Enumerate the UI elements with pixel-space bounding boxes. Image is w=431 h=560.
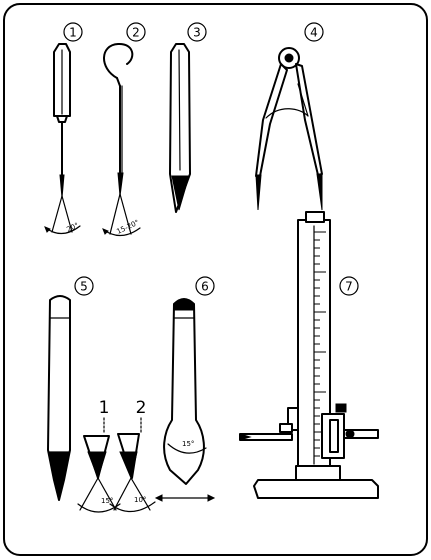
punch-tool-5: [47, 295, 71, 501]
angle-label-tool-1: 20°: [65, 221, 80, 234]
badge-1: 1: [63, 22, 83, 42]
badge-7: 7: [339, 276, 359, 296]
badge-1-label: 1: [69, 26, 77, 40]
badge-5: 5: [74, 276, 94, 296]
dividers-tool-4: [255, 47, 323, 211]
scriber-tool-1: 20°: [44, 43, 81, 235]
badge-7-label: 7: [345, 280, 353, 294]
angle-label-tool-6: 15°: [182, 440, 194, 448]
badge-2-label: 2: [132, 26, 140, 40]
center-punch-tool-3: [169, 43, 191, 213]
badge-4: 4: [304, 22, 324, 42]
badge-5-label: 5: [80, 280, 88, 294]
chisel-tips: 1 2 15° 10°: [77, 398, 156, 513]
number-badges: 1 2 3 4 5 6 7: [63, 22, 359, 296]
chisel-tool-6: 15°: [154, 298, 216, 502]
badge-3-label: 3: [193, 26, 201, 40]
angle-label-chisel-2: 10°: [134, 496, 146, 504]
angle-label-chisel-1: 15°: [101, 497, 113, 505]
badge-3: 3: [187, 22, 207, 42]
badge-6: 6: [195, 276, 215, 296]
badge-2: 2: [126, 22, 146, 42]
badge-6-label: 6: [201, 280, 209, 294]
height-gauge-tool-7: [239, 211, 379, 499]
badge-4-label: 4: [310, 26, 318, 40]
chisel-label-1: 1: [99, 398, 110, 418]
chisel-label-2: 2: [136, 398, 147, 418]
frame-border: [3, 3, 428, 556]
scriber-tool-2: 15-20°: [102, 42, 141, 237]
